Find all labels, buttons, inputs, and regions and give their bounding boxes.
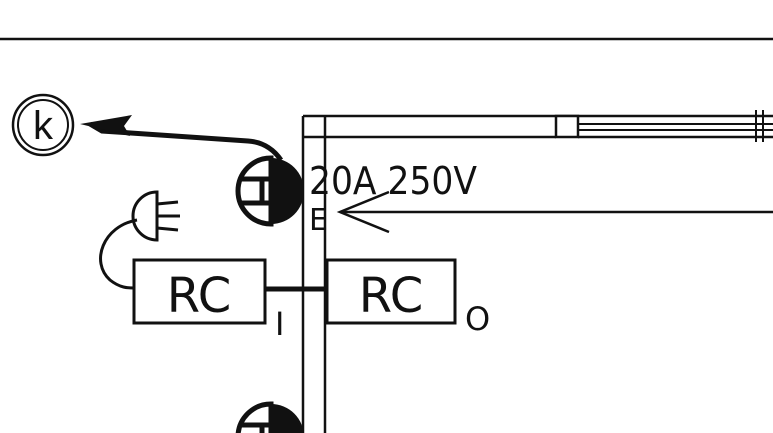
rail-end-block: [554, 114, 580, 139]
receptacle-icon: [235, 155, 304, 227]
earth-lead-arrow: [336, 190, 773, 234]
rc-box-left: RC: [132, 258, 267, 325]
ground-marker: k: [11, 93, 75, 157]
ground-marker-letter: k: [33, 104, 54, 148]
receptacle-rating-label: 20A 250V: [309, 159, 477, 203]
receptacle-icon: [235, 401, 304, 433]
circled-letter-icon: [11, 93, 75, 157]
earth-terminal-label: E: [309, 203, 328, 238]
rc-box-right: RC: [325, 258, 457, 325]
plug-icon: [99, 190, 180, 290]
rc-left-label: RC: [167, 268, 231, 324]
terminal-in-label: I: [275, 305, 284, 343]
terminal-out-label: O: [465, 300, 490, 338]
chassis-frame: [301, 110, 773, 433]
ground-lead-arrow: [80, 115, 284, 162]
rc-right-label: RC: [359, 268, 423, 324]
